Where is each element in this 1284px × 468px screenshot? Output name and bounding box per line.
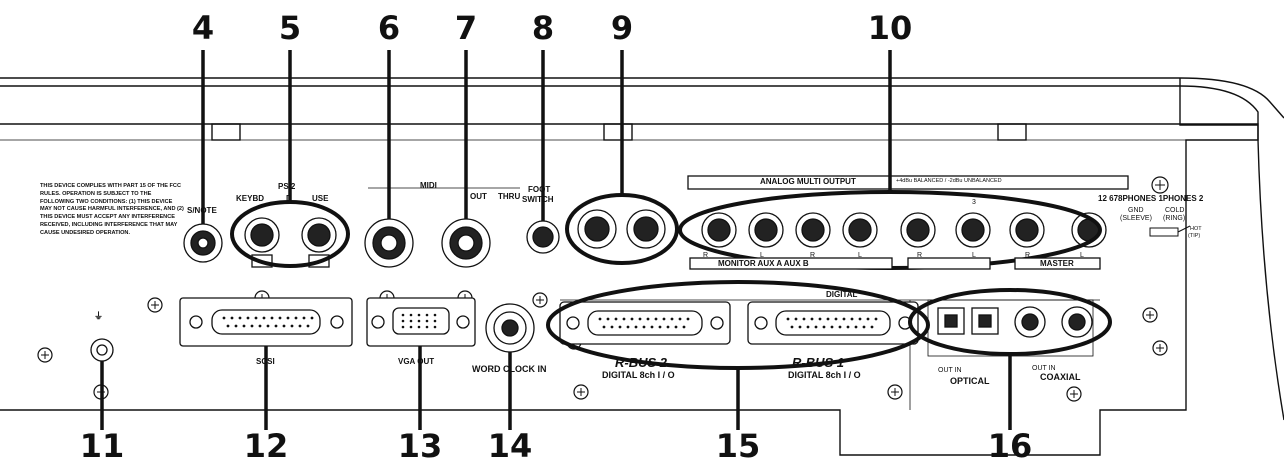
panel-top-corner [1179, 78, 1258, 126]
hot-label: HOT [1190, 226, 1202, 232]
coaxial-label: COAXIAL [1040, 372, 1081, 382]
top-tab [603, 123, 633, 141]
master-label: MASTER [1040, 259, 1074, 268]
midi-thru-label: THRU [498, 192, 521, 201]
digital-io-label: DIGITAL 8ch I / O [788, 370, 861, 380]
callout-13: 13 [397, 427, 443, 465]
callout-8: 8 [531, 9, 555, 47]
panel-side-edge [1257, 139, 1284, 421]
vga-out-label: VGA OUT [398, 357, 435, 366]
panel-top-edge [0, 77, 1284, 119]
coaxial-out-in-label: OUT IN [1032, 365, 1056, 372]
panel-top-edge-inner [0, 85, 1259, 140]
digital-io-label: DIGITAL 8ch I / O [602, 370, 675, 380]
gnd-label: GND [1128, 207, 1144, 214]
callout-4: 4 [191, 9, 215, 47]
callout-7: 7 [454, 9, 478, 47]
callout-11: 11 [79, 427, 125, 465]
output-label-l: L [1080, 252, 1084, 259]
fcc-notice: THIS DEVICE COMPLIES WITH PART 15 OF THE… [40, 183, 184, 236]
midi-label: MIDI [420, 181, 437, 190]
scsi-label: SCSI [256, 357, 275, 366]
cold-label: COLD [1165, 207, 1185, 214]
ps2-label: PS/2 [278, 182, 296, 191]
top-tab [997, 123, 1027, 141]
callout-16: 16 [987, 427, 1033, 465]
s-note-label: S/NOTE [187, 206, 217, 215]
analog-level-label: +4dBu BALANCED / -2dBu UNBALANCED [896, 178, 1002, 184]
midi-out-label: OUT [470, 192, 487, 201]
panel-face-outline [0, 123, 1259, 456]
output-three-label: 3 [972, 199, 976, 206]
output-label-l: L [972, 252, 976, 259]
callout-14: 14 [487, 427, 533, 465]
top-tab [211, 123, 241, 141]
keyboard-label: KEYBD [236, 194, 265, 203]
analog-output-header [687, 175, 1129, 190]
callout-12: 12 [243, 427, 289, 465]
tip-label: (TIP) [1188, 233, 1201, 239]
output-label-r: R [917, 252, 923, 259]
output-label-l: L [760, 252, 764, 259]
word-clock-in-label: WORD CLOCK IN [472, 364, 547, 374]
output-label-r: R [703, 252, 709, 259]
sleeve-label: (SLEEVE) [1120, 215, 1152, 222]
switch-label: SWITCH [522, 195, 554, 204]
analog-multi-output-label: ANALOG MULTI OUTPUT [760, 177, 856, 186]
callout-5: 5 [278, 9, 302, 47]
callout-10: 10 [867, 9, 913, 47]
monitor-aux-label: MONITOR AUX A AUX B [718, 259, 809, 268]
mouse-label: USE [312, 194, 329, 203]
output-label-l: L [858, 252, 862, 259]
ground-symbol: ⏚ [94, 311, 104, 321]
ring-label: (RING) [1163, 215, 1186, 222]
ps2-d-label: D [286, 194, 292, 203]
phones-selector [1149, 227, 1179, 237]
output-label-r: R [810, 252, 816, 259]
digital-label: DIGITAL [826, 290, 858, 299]
optical-label: OPTICAL [950, 376, 990, 386]
r-bus-1-logo: R-BUS 1 [792, 355, 845, 370]
callout-15: 15 [715, 427, 761, 465]
r-bus-2-logo: R-BUS 2 [615, 355, 668, 370]
ground-terminal-screw [96, 344, 108, 356]
output-numbers-label: 12 678PHONES 1PHONES 2 [1098, 194, 1204, 203]
callout-9: 9 [610, 9, 634, 47]
output-label-r: R [1025, 252, 1031, 259]
callout-6: 6 [377, 9, 401, 47]
optical-out-in-label: OUT IN [938, 367, 962, 374]
foot-label: FOOT [528, 185, 551, 194]
